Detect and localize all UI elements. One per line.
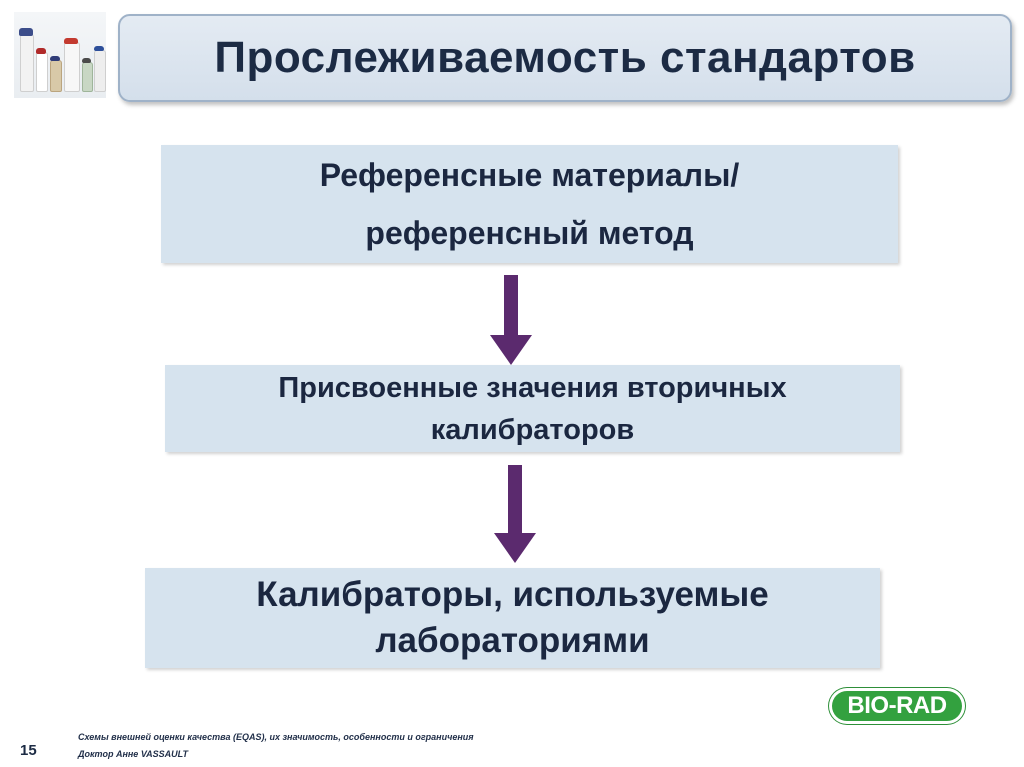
logo-text: BIO-RAD — [847, 692, 947, 719]
bio-rad-logo: BIO-RAD — [829, 688, 965, 724]
down-arrow-icon — [494, 465, 536, 563]
footer-line-2: Доктор Анне VASSAULT — [78, 749, 188, 759]
flow-box-2-line-2: калибраторов — [430, 413, 635, 446]
slide-title: Прослеживаемость стандартов — [214, 33, 916, 82]
flow-box-assigned-values: Присвоенные значения вторичных калибрато… — [165, 365, 900, 452]
page-number: 15 — [20, 742, 37, 759]
flow-box-lab-calibrators: Калибраторы, используемые лабораториями — [145, 568, 880, 668]
flow-box-reference-materials: Референсные материалы/ референсный метод — [161, 145, 898, 263]
flow-box-3-line-1: Калибраторы, используемые — [256, 575, 769, 614]
lab-vials-photo — [14, 12, 106, 98]
flow-box-1-line-1: Референсные материалы/ — [319, 157, 740, 193]
down-arrow-icon — [490, 275, 532, 365]
flow-box-2-line-1: Присвоенные значения вторичных — [278, 371, 787, 404]
flow-box-1-line-2: референсный метод — [365, 215, 694, 251]
title-banner: Прослеживаемость стандартов — [118, 14, 1012, 102]
footer-line-1: Схемы внешней оценки качества (EQAS), их… — [78, 732, 474, 742]
flow-box-3-line-2: лабораториями — [375, 621, 650, 660]
footer-note: Схемы внешней оценки качества (EQAS), их… — [78, 729, 474, 763]
